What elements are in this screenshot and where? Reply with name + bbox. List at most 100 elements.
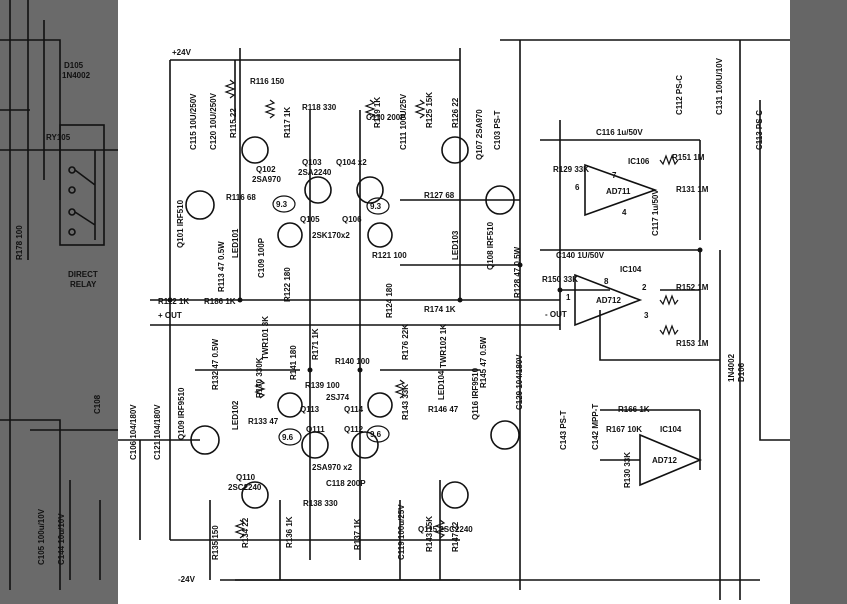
led102-label: LED102 (231, 400, 240, 430)
r116b-label: R116 68 (226, 193, 256, 202)
c105-label: C105 100u/10V (37, 508, 46, 565)
pair-top-label: 2SK170x2 (312, 231, 350, 240)
q114-symbol (367, 392, 393, 418)
c111-label: C111 100U/25V (399, 93, 408, 150)
q104-symbol (356, 176, 384, 204)
q110-label: Q110 (236, 473, 256, 482)
c121-label: C121 104/180V (153, 404, 162, 460)
pin-2: 2 (642, 283, 647, 292)
c131-label: C131 100U/10V (715, 57, 724, 115)
r133-label: R133 47 (248, 417, 279, 426)
c103-label: C103 PS-T (493, 110, 502, 150)
q103-part: 2SA2240 (298, 168, 332, 177)
mark-3-text: 9.6 (282, 433, 294, 442)
r118-label: R118 330 (302, 103, 337, 112)
c144-label: C144 10u/10V (57, 513, 66, 565)
r137-label: R137 1K (353, 518, 362, 550)
c110-label: C110 200P (366, 113, 406, 122)
pin-6: 6 (575, 183, 580, 192)
pin-1: 1 (566, 293, 571, 302)
q108-label: Q108 IRF510 (486, 221, 495, 270)
r116-label: R116 150 (250, 77, 285, 86)
transistor-symbols (185, 136, 520, 509)
ic104-mid-part: AD712 (596, 296, 621, 305)
r145-label: R145 47 0.5W (479, 336, 488, 388)
r129-label: R129 33K (553, 165, 589, 174)
r141-label: R141 180 (289, 345, 298, 380)
left-dark-margin (0, 0, 118, 604)
r121-label: R121 100 (372, 251, 407, 260)
r167-label: R167 10K (606, 425, 642, 434)
q112-symbol (351, 431, 379, 459)
r153-label: R153 1M (676, 339, 709, 348)
r186-label: R186 1K (204, 297, 236, 306)
r152-label: R152 1M (676, 283, 709, 292)
tvr102-label: TWR102 1K (439, 324, 448, 368)
q102-part: 2SA970 (252, 175, 281, 184)
r150-label: R150 33K (542, 275, 578, 284)
r113-label: R113 47 0.5W (217, 241, 226, 292)
q111-label: Q111 (306, 425, 325, 434)
r140-label: R140 100 (335, 357, 370, 366)
c117-label: C117 1u/50V (651, 189, 660, 236)
r170-label: R170 330K (255, 357, 264, 398)
r176-label: R176 22K (401, 324, 410, 360)
c140-label: C140 1U/50V (556, 251, 605, 260)
q107-label: Q107 2SA970 (475, 109, 484, 160)
r146-label: R146 47 (428, 405, 459, 414)
c115-label: C115 10U/250V (189, 93, 198, 150)
q113-label: Q113 (300, 405, 320, 414)
q116-symbol (490, 420, 520, 450)
q115-label: Q115 2SC2240 (418, 525, 473, 534)
ic106-opamp (584, 163, 658, 217)
c142-label: C142 MPP-T (591, 404, 600, 450)
c112-label: C112 PS-C (675, 75, 684, 115)
led103-label: LED103 (451, 230, 460, 260)
pin-8: 8 (604, 277, 609, 286)
r130-label: R130 33K (623, 452, 632, 488)
ic104-bot-part: AD712 (652, 456, 677, 465)
q112-label: Q112 (344, 425, 364, 434)
relay-label: DIRECT (68, 270, 98, 279)
ic104-bot-label: IC104 (660, 425, 682, 434)
schematic-paper (118, 0, 790, 604)
c109-label: C109 100P (257, 237, 266, 278)
tvr101-label: TWR101 3K (261, 316, 270, 360)
r112-label: R112 1K (158, 297, 189, 306)
pin-3: 3 (644, 311, 649, 320)
c129-label: C129 104/180V (515, 354, 524, 410)
direct-relay-box (59, 124, 105, 246)
c120-label: C120 10U/250V (209, 92, 218, 150)
handwritten-mark-3 (278, 428, 302, 446)
r125-label: R125 15K (425, 92, 434, 128)
r138-label: R138 330 (303, 499, 338, 508)
q104-label: Q104 x2 (336, 158, 367, 167)
r115-label: R115 22 (229, 108, 238, 138)
r132-label: R132 47 0.5W (211, 338, 220, 390)
c116-label: C116 1u/50V (596, 128, 643, 137)
ry105-label: RY105 (46, 133, 71, 142)
pair-bottom-label: 2SJ74 (326, 393, 350, 402)
resistor-symbols (224, 79, 679, 539)
r178-label: R178 100 (15, 225, 24, 260)
pin-7: 7 (612, 171, 617, 180)
q108-symbol (485, 185, 515, 215)
neg-out-label: - OUT (545, 310, 567, 319)
led101-label: LED101 (231, 228, 240, 258)
r124-label: R124 180 (385, 283, 394, 318)
r136-label: R136 1K (285, 516, 294, 548)
r135-label: R135 150 (211, 525, 220, 560)
q115-symbol (441, 481, 469, 509)
r147-label: R147 22 (451, 521, 460, 552)
ic106-part: AD711 (606, 187, 631, 196)
ic104-opamp-mid (574, 273, 643, 327)
r119-label: R119 1K (373, 97, 382, 128)
opamp-symbols (574, 163, 703, 487)
r151-label: R151 1M (672, 153, 705, 162)
pair-bottom2-label: 2SA970 x2 (312, 463, 353, 472)
c113-label: C113 PS-C (755, 110, 764, 150)
r166-label: R166 1K (618, 405, 650, 414)
neg-supply-label: -24V (178, 575, 196, 584)
handwritten-mark-1 (272, 195, 296, 213)
